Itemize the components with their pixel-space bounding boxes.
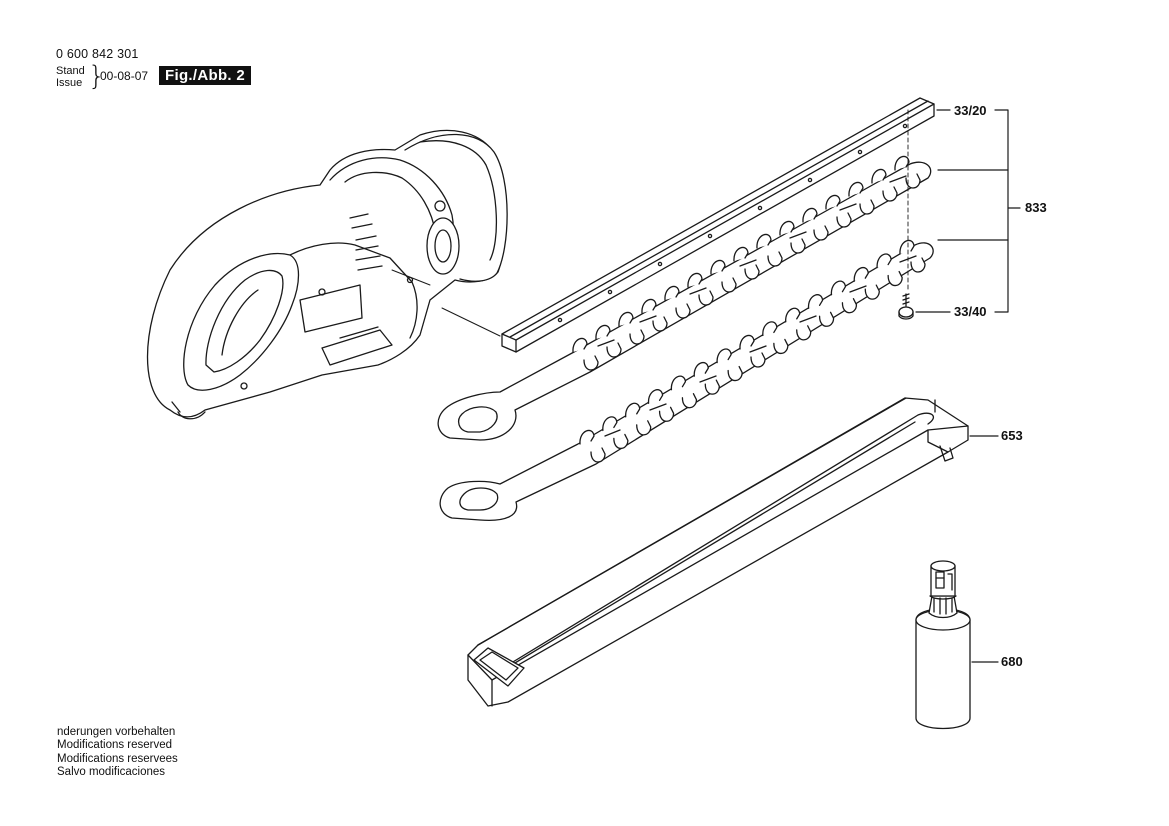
blade-tooth — [756, 233, 772, 249]
blade-tooth — [733, 246, 749, 262]
blade-tooth — [681, 393, 698, 409]
blade-tooth — [802, 207, 818, 223]
blade-tooth — [825, 194, 841, 210]
lower-blade — [439, 239, 934, 522]
blade-tooth — [841, 298, 858, 314]
blade-tooth — [629, 329, 645, 345]
part-number: 0 600 842 301 — [56, 47, 139, 61]
blade-tooth — [721, 277, 737, 293]
blade-tooth — [602, 416, 618, 432]
blade-tooth — [606, 342, 622, 358]
blade-tooth — [641, 298, 657, 314]
blade-tooth — [807, 294, 824, 309]
blade-tooth — [613, 433, 629, 450]
callout-leaders — [915, 109, 1021, 663]
blade-tooth — [590, 447, 606, 463]
blade-tooth — [652, 316, 668, 332]
blade-sheath — [467, 397, 969, 707]
issue-date: 00-08-07 — [100, 69, 149, 83]
brace-symbol: } — [88, 61, 106, 92]
blade-tooth — [698, 290, 714, 306]
callout-833: 833 — [1025, 200, 1047, 215]
blade-tooth — [727, 365, 743, 382]
callout-33-20: 33/20 — [954, 103, 987, 118]
upper-blade — [437, 155, 932, 441]
stand-label: Stand — [56, 65, 85, 77]
blade-tooth — [882, 186, 898, 202]
blade-tooth — [859, 199, 875, 215]
blade-tooth — [658, 406, 675, 422]
blade-tooth — [848, 181, 864, 197]
blade-tooth — [716, 348, 732, 364]
callout-680: 680 — [1001, 654, 1023, 669]
blade-tooth — [618, 311, 634, 327]
blade-tooth — [905, 173, 921, 189]
blade-tooth — [710, 259, 726, 275]
blade-tooth — [899, 239, 915, 255]
trimmer-housing — [146, 129, 508, 420]
footer-notice: nderungen vorbehalten Modifications rese… — [57, 726, 178, 779]
blade-tooth — [762, 321, 778, 337]
blade-tooth — [647, 389, 664, 404]
blade-tooth — [818, 311, 835, 327]
blade-tooth — [864, 284, 880, 300]
blade-tooth — [871, 168, 887, 184]
blade-tooth — [670, 375, 687, 391]
footer-line-de: nderungen vorbehalten — [57, 726, 176, 738]
cover-rail — [501, 97, 935, 353]
screw-part — [898, 293, 914, 320]
blade-tooth — [836, 212, 852, 228]
footer-line-en: Modifications reserved — [57, 739, 173, 752]
oil-bottle — [915, 560, 971, 730]
blade-tooth — [636, 420, 652, 436]
blade-tooth — [625, 402, 641, 418]
blade-tooth — [773, 338, 789, 355]
callout-653: 653 — [1001, 428, 1023, 443]
blade-tooth — [595, 324, 611, 340]
blade-tooth — [744, 264, 760, 280]
blade-tooth — [687, 272, 703, 288]
blade-tooth — [693, 361, 709, 377]
blade-tooth — [579, 429, 595, 445]
blade-tooth — [853, 266, 869, 282]
blade-tooth — [830, 280, 847, 296]
blade-tooth — [739, 334, 755, 350]
blade-tooth — [910, 257, 926, 273]
blade-tooth — [813, 225, 829, 241]
blade-tooth — [779, 220, 795, 236]
blade-tooth — [876, 253, 892, 269]
footer-line-fr: Modifications reservees — [57, 752, 178, 765]
figure-badge: Fig./Abb. 2 — [159, 66, 251, 85]
issue-label: Issue — [56, 77, 83, 89]
blade-tooth — [664, 285, 680, 301]
blade-tooth — [887, 270, 903, 287]
blade-tooth — [750, 352, 766, 368]
footer-line-es: Salvo modificaciones — [57, 765, 166, 778]
blade-tooth — [796, 325, 812, 341]
blade-tooth — [785, 307, 801, 323]
blade-tooth — [675, 303, 691, 319]
blade-tooth — [583, 355, 599, 371]
blade-tooth — [572, 337, 588, 353]
blade-tooth — [704, 379, 720, 395]
blade-tooth — [767, 251, 783, 267]
blade-tooth — [790, 238, 806, 254]
callout-33-40: 33/40 — [954, 304, 987, 319]
blade-tooth — [894, 155, 910, 171]
